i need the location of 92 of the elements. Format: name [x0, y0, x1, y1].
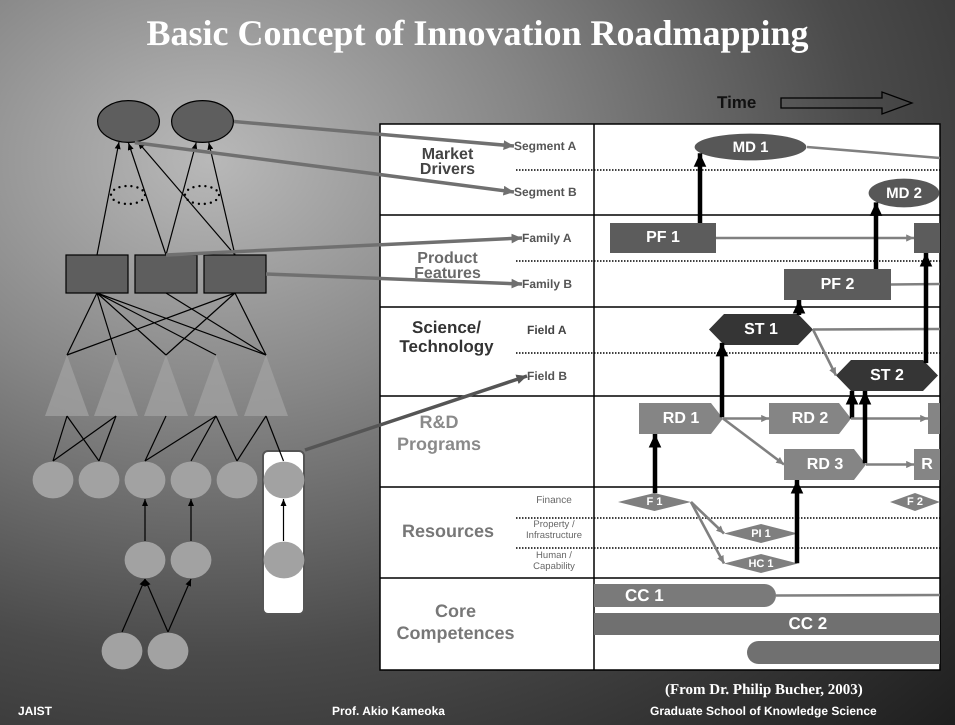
source-note: (From Dr. Philip Bucher, 2003)	[665, 682, 863, 699]
connector-line	[265, 416, 284, 462]
arrow	[648, 434, 662, 494]
row-label: Family A	[522, 230, 582, 246]
axis-label: Time	[717, 93, 756, 113]
arrow	[128, 142, 167, 256]
connector-line	[813, 328, 940, 331]
connector-line	[96, 292, 166, 356]
connector-line	[66, 416, 100, 462]
node-label: RD 3	[806, 456, 844, 474]
arrow	[234, 120, 514, 150]
arrow	[790, 480, 804, 564]
arrow	[716, 342, 728, 418]
connector-line	[98, 416, 117, 462]
connector-line	[890, 282, 940, 286]
row-label: Finance	[535, 495, 573, 506]
row-heading: Resources	[400, 521, 496, 542]
connector-line	[166, 292, 266, 356]
row-label: Family B	[522, 276, 582, 292]
connector-line	[52, 416, 68, 462]
arrow	[870, 202, 882, 269]
arrow	[144, 578, 169, 632]
connector-line	[52, 416, 116, 462]
node-label: MD 1	[732, 138, 768, 156]
node-label: RD 1	[662, 410, 700, 428]
row-label: Segment A	[514, 138, 584, 154]
connector-line	[66, 292, 98, 356]
node-label: MD 2	[886, 184, 922, 202]
node-label: F 2	[907, 496, 923, 508]
node-label: HC 1	[748, 558, 774, 570]
row-heading: Product Features	[413, 251, 482, 281]
arrow	[866, 460, 914, 468]
connector-line	[215, 416, 238, 462]
arrow	[96, 142, 121, 256]
row-label: Property / Infrastructure	[525, 520, 583, 541]
arrow	[722, 417, 785, 466]
connector-line	[96, 292, 266, 356]
footer-text: JAIST	[18, 704, 52, 718]
row-heading: R&D Programs	[396, 411, 482, 455]
connector-line	[806, 146, 940, 160]
connector-line	[234, 292, 267, 356]
connector-line	[66, 292, 236, 356]
arrow	[812, 328, 838, 376]
arrow	[694, 153, 706, 223]
row-label: Human / Capability	[532, 551, 576, 572]
connector-line	[96, 292, 117, 356]
arrow	[304, 374, 528, 452]
arrow	[792, 300, 806, 315]
row-label: Field A	[527, 323, 567, 337]
arrow	[690, 501, 726, 564]
node-label: ST 1	[744, 320, 778, 338]
connector-line	[166, 292, 236, 356]
arrow	[167, 578, 192, 632]
arrow	[723, 414, 769, 422]
arrow	[690, 501, 725, 534]
arrow	[142, 499, 148, 541]
arrow	[716, 234, 914, 242]
arrow	[266, 272, 522, 288]
row-label: Field B	[527, 368, 579, 384]
node-label: ST 2	[870, 366, 904, 384]
arrow	[166, 234, 522, 257]
arrow	[851, 414, 928, 422]
arrow	[165, 142, 198, 256]
arrow	[846, 391, 858, 418]
arrow	[121, 578, 146, 632]
node-label: R	[921, 456, 933, 474]
row-heading: Market Drivers	[418, 147, 476, 177]
arrow	[920, 253, 932, 364]
arrow	[858, 391, 872, 464]
node-label: PI 1	[751, 528, 771, 540]
arrow	[280, 499, 286, 541]
node-label: CC 1	[624, 586, 664, 606]
arrow	[134, 140, 514, 196]
footer-text: Graduate School of Knowledge Science	[650, 704, 877, 718]
node-label: F 1	[646, 496, 662, 508]
connector-line	[236, 416, 266, 462]
row-heading: Core Competences	[395, 600, 516, 644]
arrow	[188, 499, 194, 541]
footer-text: Prof. Akio Kameoka	[332, 704, 445, 718]
connector-line	[190, 416, 217, 462]
slide-title: Basic Concept of Innovation Roadmapping	[145, 12, 810, 54]
row-heading: Science/ Technology	[398, 318, 495, 356]
arrow	[207, 142, 236, 256]
node-label: CC 2	[788, 614, 828, 634]
node-label: PF 2	[820, 276, 854, 294]
row-label: Segment B	[514, 184, 584, 200]
connector-line	[144, 416, 216, 462]
node-label: RD 2	[792, 410, 828, 428]
connector-line	[144, 416, 167, 462]
connector-line	[96, 292, 216, 356]
connector-line	[776, 594, 940, 597]
node-label: PF 1	[646, 229, 680, 247]
